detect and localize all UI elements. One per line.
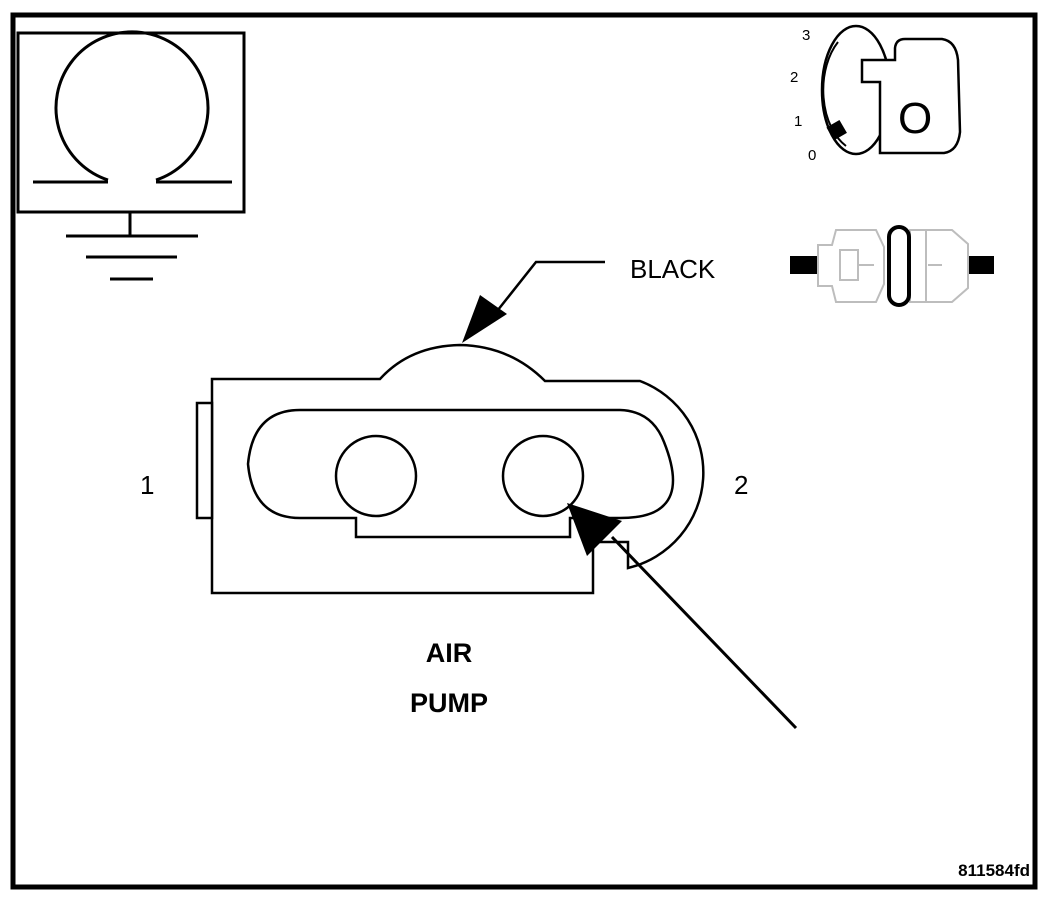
connector-body (195, 343, 705, 595)
pin-2-label: 2 (734, 470, 748, 500)
disconnected-connector-icon (790, 225, 994, 307)
pin-1-label: 1 (140, 470, 154, 500)
connector-color-label: BLACK (630, 254, 716, 284)
diagram-frame (10, 12, 1038, 890)
component-name-line-2: PUMP (410, 688, 488, 718)
ohmmeter-ground-icon (16, 30, 246, 281)
ignition-position-0: 0 (808, 147, 816, 164)
figure-reference-code: 811584fd (958, 861, 1030, 880)
ignition-position-1: 1 (794, 113, 802, 130)
component-name-line-1: AIR (426, 638, 473, 668)
ignition-key-icon: 3 2 1 0 O (790, 24, 962, 164)
ignition-position-2: 2 (790, 69, 798, 86)
ignition-key-letter: O (898, 94, 932, 143)
ignition-position-3: 3 (802, 27, 810, 44)
probe-arrow (567, 503, 798, 730)
color-callout-leader (462, 260, 605, 343)
terminal-cavity-1 (334, 434, 418, 518)
terminal-cavity-2 (501, 434, 585, 518)
